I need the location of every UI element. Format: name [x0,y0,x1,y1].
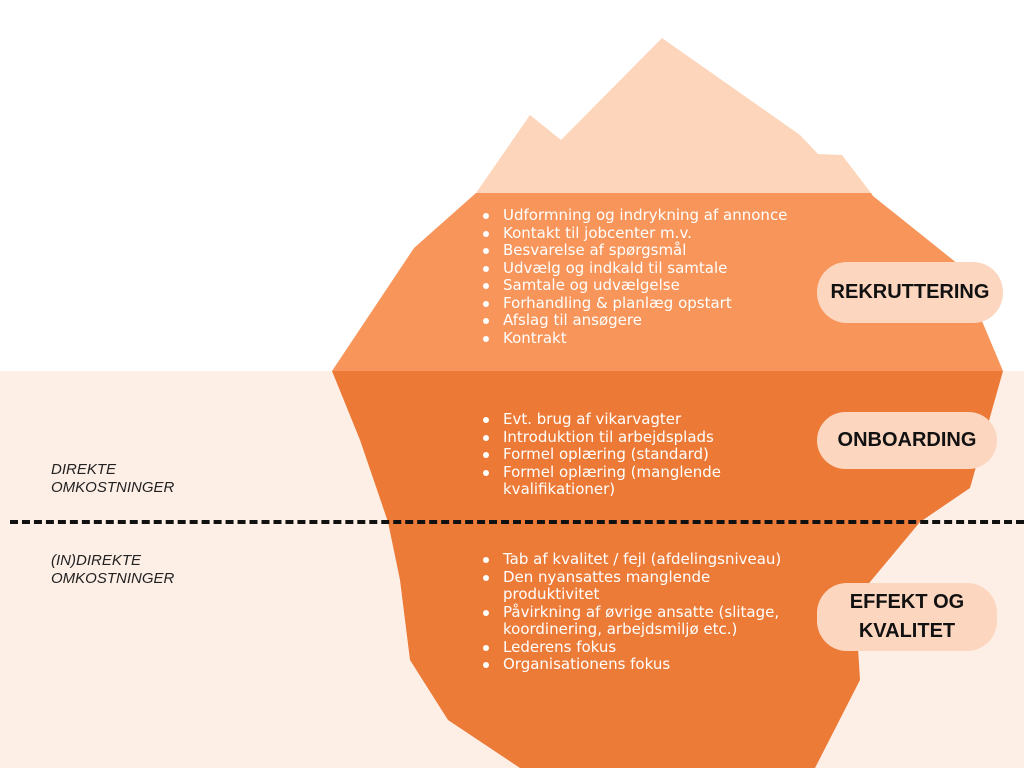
list-item: Evt. brug af vikarvagter [479,410,721,429]
list-item: Afslag til ansøgere [479,311,787,330]
cost-divider-line [10,520,1024,524]
direct-costs-line1: DIREKTE [51,461,117,478]
list-item: Tab af kvalitet / fejl (afdelingsniveau) [479,550,781,569]
direct-costs-line2: OMKOSTNINGER [51,479,175,496]
list-item: Udformning og indrykning af annonce [479,206,787,225]
list-item-line: Den nyansattes manglende [503,567,711,586]
onboarding-list: Evt. brug af vikarvagter Introduktion ti… [479,410,722,499]
indirect-costs-line1: (IN)DIREKTE [51,552,141,569]
list-item: Formel oplæring (manglende kvalifikation… [479,462,722,499]
list-item: Formel oplæring (standard) [479,445,721,464]
list-item: Besvarelse af spørgsmål [479,241,787,260]
list-item: Den nyansattes manglende produktivitet [479,567,781,604]
list-item: Kontrakt [479,329,787,348]
effekt-badge-label-line1: EFFEKT OG [849,591,965,613]
iceberg-upper-band [332,193,1003,371]
iceberg-lower-band [388,522,920,768]
iceberg-middle-band [332,371,1003,522]
list-item-line: produktivitet [503,585,600,603]
list-item-line: kvalifikationer) [503,480,616,498]
list-item-line: Formel oplæring (manglende [503,462,722,481]
list-item: Lederens fokus [479,638,781,657]
list-item: Påvirkning af øvrige ansatte (slitage, k… [479,602,781,639]
list-item: Kontakt til jobcenter m.v. [479,224,787,243]
indirect-costs-label: (IN)DIREKTE OMKOSTNINGER [51,552,251,588]
list-item: Samtale og udvælgelse [479,276,787,295]
rekruttering-badge-label: REKRUTTERING [830,281,990,303]
onboarding-badge-label: ONBOARDING [837,429,977,451]
list-item: Organisationens fokus [479,655,781,674]
direct-costs-label: DIREKTE OMKOSTNINGER [51,461,251,497]
effekt-badge: EFFEKT OG KVALITET [817,583,997,651]
indirect-costs-line2: OMKOSTNINGER [51,570,175,587]
list-item: Forhandling & planlæg opstart [479,294,787,313]
list-item-line: Påvirkning af øvrige ansatte (slitage, [503,602,780,621]
effekt-list: Tab af kvalitet / fejl (afdelingsniveau)… [479,550,781,674]
effekt-badge-label-line2: KVALITET [858,620,956,642]
iceberg-tip [476,38,871,193]
list-item-line: koordinering, arbejdsmiljø etc.) [503,620,738,638]
list-item: Udvælg og indkald til samtale [479,259,787,278]
rekruttering-badge: REKRUTTERING [817,262,1003,323]
onboarding-badge: ONBOARDING [817,412,997,469]
list-item: Introduktion til arbejdsplads [479,428,721,447]
rekruttering-list: Udformning og indrykning af annonce Kont… [479,206,787,348]
